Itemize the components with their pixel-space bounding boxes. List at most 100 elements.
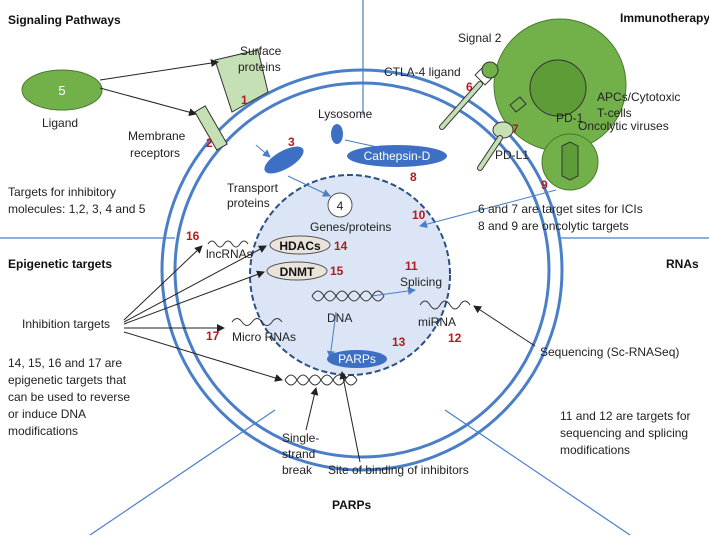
dna-to-splicing-arrow (371, 287, 416, 297)
outer-membrane-ring (160, 68, 564, 472)
inner-membrane-ring (173, 81, 551, 459)
number-10: 10 (412, 208, 426, 222)
hdacs-label: HDACs (279, 239, 321, 253)
header-epigenetic: Epigenetic targets (8, 257, 112, 271)
surface-protein-shape (214, 49, 269, 113)
number-2: 2 (206, 136, 213, 150)
pdl1-stem-fill (478, 136, 502, 170)
number-6: 6 (466, 80, 473, 94)
targets-inhibitory-line-1: Targets for inhibitory (8, 185, 116, 199)
epi-note-line-2: epigenetic targets that (8, 373, 127, 387)
number-3: 3 (288, 135, 295, 149)
dnmt-label: DNMT (280, 265, 315, 279)
cathepsin-label: Cathepsin-D (364, 149, 431, 163)
number-13: 13 (392, 335, 406, 349)
genes-number: 4 (337, 199, 344, 213)
lncrnas-label: lncRNAs (206, 247, 253, 261)
dnmt-shape (266, 261, 328, 281)
ctla4-label: CTLA-4 ligand (384, 65, 461, 79)
transport-proteins-label-2: proteins (227, 196, 270, 210)
mirna-wave (419, 300, 471, 310)
membrane-receptors-label-2: receptors (130, 146, 180, 160)
number-8: 8 (410, 170, 417, 184)
surface-proteins-label-1: Surface (240, 44, 282, 58)
single-strand-label-2: strand (282, 447, 315, 461)
number-14: 14 (334, 239, 348, 253)
mirna-label: miRNA (418, 315, 456, 329)
pd1-shape (509, 96, 527, 113)
transport-to-genes-arrow (287, 175, 331, 197)
number-9: 9 (541, 178, 548, 192)
ligand-shape (21, 69, 103, 111)
ctla4-receptor-stem-fill (440, 82, 482, 129)
dna-label: DNA (327, 311, 352, 325)
parps-enzyme-label: PARPs (338, 352, 376, 366)
header-rnas: RNAs (666, 257, 699, 271)
apc-nucleus (529, 59, 587, 117)
lysosome-label: Lysosome (318, 107, 373, 121)
binding-site-arrow (339, 371, 361, 463)
targets-inhibitory-line-2: molecules: 1,2, 3, 4 and 5 (8, 202, 146, 216)
inhibition-arrows (123, 245, 283, 382)
dna-to-parps-arrow (326, 311, 337, 359)
number-7: 7 (512, 122, 519, 136)
apcs-label-2: T-cells (597, 106, 632, 120)
epi-note-line-1: 14, 15, 16 and 17 are (8, 356, 122, 370)
sequencing-label: Sequencing (Sc-RNASeq) (540, 345, 679, 359)
pdl1-head (492, 121, 514, 139)
micro-rnas-label: Micro RNAs (232, 330, 296, 344)
micro-rna-wave (231, 318, 283, 326)
ligand-number: 5 (58, 83, 65, 98)
ligand-to-receptor-arrow (99, 87, 197, 117)
oncolytic-label: Oncolytic viruses (578, 119, 669, 133)
ligand-to-surface-arrow (99, 59, 219, 81)
header-signaling: Signaling Pathways (8, 13, 121, 27)
genes-circle (327, 192, 353, 218)
pd1-label: PD-1 (556, 111, 584, 125)
number-11: 11 (405, 259, 418, 273)
membrane-receptor-shape (194, 105, 228, 151)
splicing-label: Splicing (400, 275, 442, 289)
number-17: 17 (206, 329, 220, 343)
ici-note-line-1: 6 and 7 are target sites for ICIs (478, 202, 643, 216)
damaged-dna-strand-2 (284, 374, 358, 386)
header-immunotherapy: Immunotherapy (620, 11, 709, 25)
lysosome-shape (331, 124, 343, 144)
hdacs-shape (269, 235, 331, 255)
inhibition-targets-label: Inhibition targets (22, 317, 110, 331)
ctla4-ligand-shape (481, 61, 499, 79)
transport-proteins-label-1: Transport (227, 181, 279, 195)
ici-note-line-2: 8 and 9 are oncolytic targets (478, 219, 629, 233)
ligand-label: Ligand (42, 116, 78, 130)
cathepsin-shape (347, 145, 447, 167)
number-12: 12 (448, 331, 462, 345)
sequencing-arrow (473, 305, 536, 347)
epi-note-line-3: can be used to reverse (8, 390, 130, 404)
membrane-receptors-label-1: Membrane (128, 129, 186, 143)
seq-note-line-2: sequencing and splicing (560, 426, 688, 440)
receptor-to-transport-arrow (255, 144, 271, 158)
number-15: 15 (330, 264, 344, 278)
pdl1-label: PD-L1 (495, 148, 529, 162)
genes-label: Genes/proteins (310, 220, 391, 234)
parps-enzyme-shape (327, 350, 387, 368)
single-strand-label-3: break (282, 463, 313, 477)
signal2-label: Signal 2 (458, 31, 502, 45)
apcs-label-1: APCs/Cytotoxic (597, 90, 680, 104)
virus-to-nucleus-arrow (419, 189, 557, 229)
transport-protein-shape (264, 146, 304, 174)
single-strand-arrow (305, 387, 319, 431)
surface-proteins-label-2: proteins (238, 60, 281, 74)
oncolytic-virus-core (561, 141, 579, 181)
single-strand-label-1: Single- (282, 431, 319, 445)
seq-note-line-3: modifications (560, 443, 630, 457)
epi-note-line-4: or induce DNA (8, 407, 86, 421)
number-16: 16 (186, 229, 200, 243)
epi-note-line-5: modifications (8, 424, 78, 438)
lncrna-wave (207, 240, 249, 248)
number-1: 1 (241, 93, 248, 107)
header-parps: PARPs (332, 498, 371, 512)
seq-note-line-1: 11 and 12 are targets for (560, 409, 691, 423)
binding-site-label: Site of binding of inhibitors (328, 463, 469, 477)
